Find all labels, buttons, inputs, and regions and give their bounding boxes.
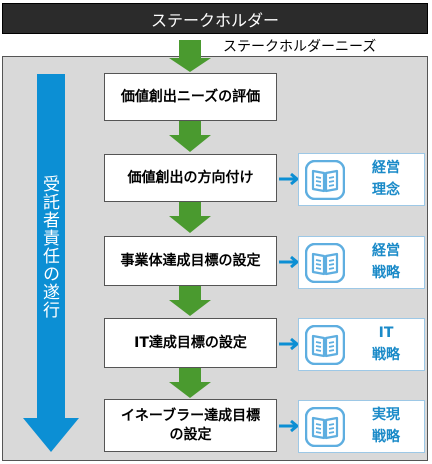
step-it-goals: IT達成目標の設定 — [104, 318, 277, 368]
card-realization-strategy: 実現 戦略 — [298, 400, 425, 453]
card-label-line2: 戦略 — [372, 428, 400, 445]
down-arrow-2 — [169, 121, 211, 152]
side-connector-4 — [279, 419, 300, 433]
step-label: 価値創出の方向付け — [127, 169, 254, 186]
step-label: 事業体達成目標の設定 — [120, 252, 261, 269]
card-management-philosophy: 経営 理念 — [298, 153, 425, 206]
card-management-strategy: 経営 戦略 — [298, 236, 425, 289]
step-enterprise-goals: 事業体達成目標の設定 — [104, 236, 277, 286]
stakeholder-label: ステークホルダー — [150, 10, 279, 30]
side-connector-1 — [279, 172, 300, 186]
step-label-line2: の設定 — [169, 426, 212, 443]
card-label: 経営 戦略 — [354, 241, 418, 284]
stakeholder-bar: ステークホルダー — [2, 3, 428, 34]
card-it-strategy: IT 戦略 — [298, 318, 425, 371]
book-icon — [305, 325, 345, 365]
fiduciary-arrow — [23, 74, 79, 452]
card-label-line1: IT — [378, 324, 394, 341]
side-connectors — [279, 172, 300, 433]
stakeholder-needs-label: ステークホルダーニーズ — [223, 39, 377, 55]
down-arrow-5 — [169, 368, 211, 398]
card-label: 経営 理念 — [354, 158, 418, 201]
step-label: IT達成目標の設定 — [134, 334, 247, 351]
card-label: IT 戦略 — [354, 323, 418, 366]
card-label-line2: 戦略 — [372, 346, 400, 363]
down-arrow-1 — [169, 40, 211, 72]
book-icon — [305, 407, 345, 447]
step-value-needs-evaluation: 価値創出ニーズの評価 — [104, 73, 277, 121]
side-connector-3 — [279, 337, 300, 351]
card-label-line2: 戦略 — [372, 264, 400, 281]
card-label-line2: 理念 — [372, 181, 400, 198]
step-value-direction: 価値創出の方向付け — [104, 154, 277, 202]
book-icon — [305, 243, 345, 283]
card-label: 実現 戦略 — [354, 405, 418, 448]
card-label-line1: 経営 — [372, 242, 400, 259]
card-label-line1: 経営 — [372, 159, 400, 176]
down-arrow-3 — [169, 202, 211, 233]
book-icon — [305, 160, 345, 200]
step-label-line1: イネーブラー達成目標 — [120, 407, 261, 424]
green-down-arrows — [169, 40, 211, 398]
down-arrow-4 — [169, 286, 211, 316]
side-connector-2 — [279, 255, 300, 269]
step-label: 価値創出ニーズの評価 — [120, 88, 261, 105]
fiduciary-duty-label: 受託者責任の遂行 — [39, 175, 59, 319]
card-label-line1: 実現 — [372, 406, 400, 423]
step-enabler-goals: イネーブラー達成目標 の設定 — [104, 399, 277, 452]
